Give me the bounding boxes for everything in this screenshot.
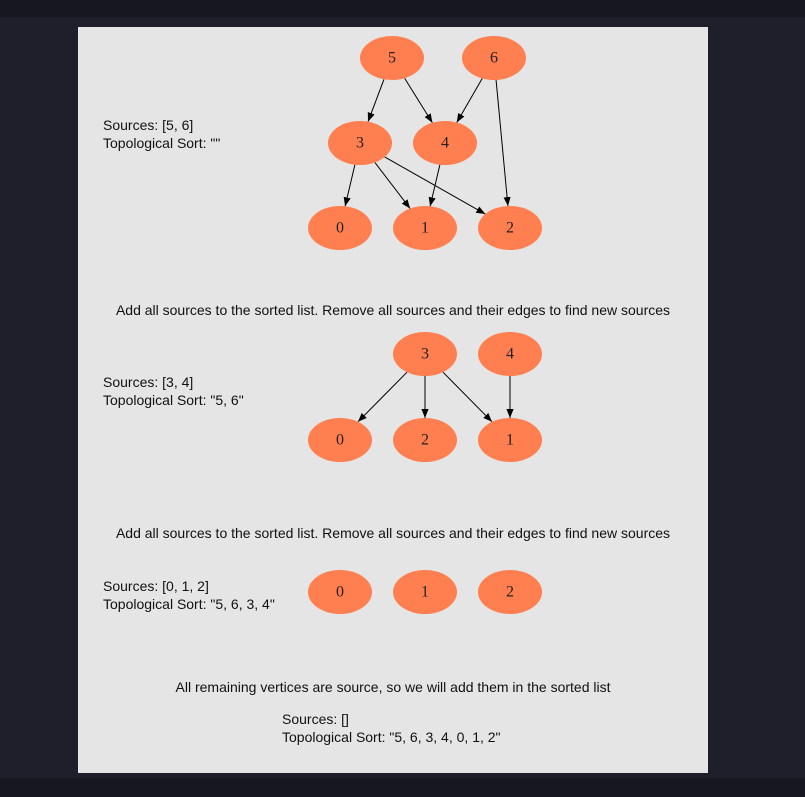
step1-graph: 5 6 3 4 0 1 2: [308, 36, 542, 250]
step3-sort: Topological Sort: "5, 6, 3, 4": [103, 596, 275, 612]
node-shape: [308, 418, 372, 462]
node-shape: [328, 121, 392, 165]
node-2: 2: [393, 418, 457, 462]
edge-6-to-4: [456, 78, 483, 123]
step2-info: Sources: [3, 4] Topological Sort: "5, 6": [103, 373, 244, 409]
node-2: 2: [478, 570, 542, 614]
node-shape: [393, 418, 457, 462]
node-label: 0: [336, 432, 344, 449]
edge-3-to-0: [357, 371, 408, 423]
edge-4-to-1: [428, 164, 441, 207]
edge-3-to-0: [343, 164, 356, 207]
node-label: 6: [490, 50, 498, 67]
step2-note: Add all sources to the sorted list. Remo…: [115, 525, 671, 541]
step3-graph: 0 1 2: [308, 570, 542, 614]
diagram-panel: Sources: [5, 6] Topological Sort: "" 5 6 3…: [78, 27, 708, 773]
step1-sort: Topological Sort: "": [103, 135, 221, 151]
node-shape: [393, 570, 457, 614]
node-label: 1: [506, 432, 514, 449]
node-shape: [478, 206, 542, 250]
node-4: 4: [413, 121, 477, 165]
node-label: 0: [336, 584, 344, 601]
node-label: 3: [356, 135, 364, 152]
edge-5-to-3: [367, 79, 385, 122]
edge-3-to-1: [374, 162, 411, 209]
node-1: 1: [393, 570, 457, 614]
edge-5-to-4: [404, 77, 433, 124]
step2-graph: 3 4 0 2 1: [308, 332, 542, 462]
step3-note: All remaining vertices are source, so we…: [175, 679, 611, 695]
node-shape: [478, 418, 542, 462]
node-shape: [360, 36, 424, 80]
node-1: 1: [393, 206, 457, 250]
node-shape: [308, 570, 372, 614]
node-shape: [308, 206, 372, 250]
node-1: 1: [478, 418, 542, 462]
node-shape: [393, 206, 457, 250]
node-label: 2: [421, 432, 429, 449]
node-shape: [413, 121, 477, 165]
step1-note: Add all sources to the sorted list. Remo…: [115, 302, 671, 318]
node-label: 4: [441, 135, 449, 152]
edge-6-to-2: [495, 79, 511, 207]
edge-3-to-1: [442, 371, 493, 423]
node-label: 5: [388, 50, 396, 67]
step3-info: Sources: [0, 1, 2] Topological Sort: "5,…: [103, 577, 275, 613]
node-5: 5: [360, 36, 424, 80]
node-2: 2: [478, 206, 542, 250]
node-shape: [393, 332, 457, 376]
step1-sources: Sources: [5, 6]: [103, 117, 194, 133]
step2-sources: Sources: [3, 4]: [103, 374, 194, 390]
step3-sources: Sources: [0, 1, 2]: [103, 578, 209, 594]
node-label: 4: [506, 346, 514, 363]
node-3: 3: [328, 121, 392, 165]
node-label: 3: [421, 346, 429, 363]
node-0: 0: [308, 570, 372, 614]
final-sources: Sources: []: [282, 711, 349, 727]
node-label: 2: [506, 220, 514, 237]
node-6: 6: [462, 36, 526, 80]
top-bar: [0, 0, 805, 17]
node-shape: [478, 332, 542, 376]
node-label: 2: [506, 584, 514, 601]
node-shape: [478, 570, 542, 614]
bottom-bar: [0, 778, 805, 797]
node-0: 0: [308, 418, 372, 462]
step2-sort: Topological Sort: "5, 6": [103, 392, 244, 408]
final-sort: Topological Sort: "5, 6, 3, 4, 0, 1, 2": [282, 729, 501, 745]
node-label: 1: [421, 584, 429, 601]
node-0: 0: [308, 206, 372, 250]
node-3: 3: [393, 332, 457, 376]
node-label: 1: [421, 220, 429, 237]
step1-info: Sources: [5, 6] Topological Sort: "": [103, 116, 220, 152]
node-label: 0: [336, 220, 344, 237]
node-shape: [462, 36, 526, 80]
node-4: 4: [478, 332, 542, 376]
final-info: Sources: [] Topological Sort: "5, 6, 3, …: [282, 710, 501, 746]
